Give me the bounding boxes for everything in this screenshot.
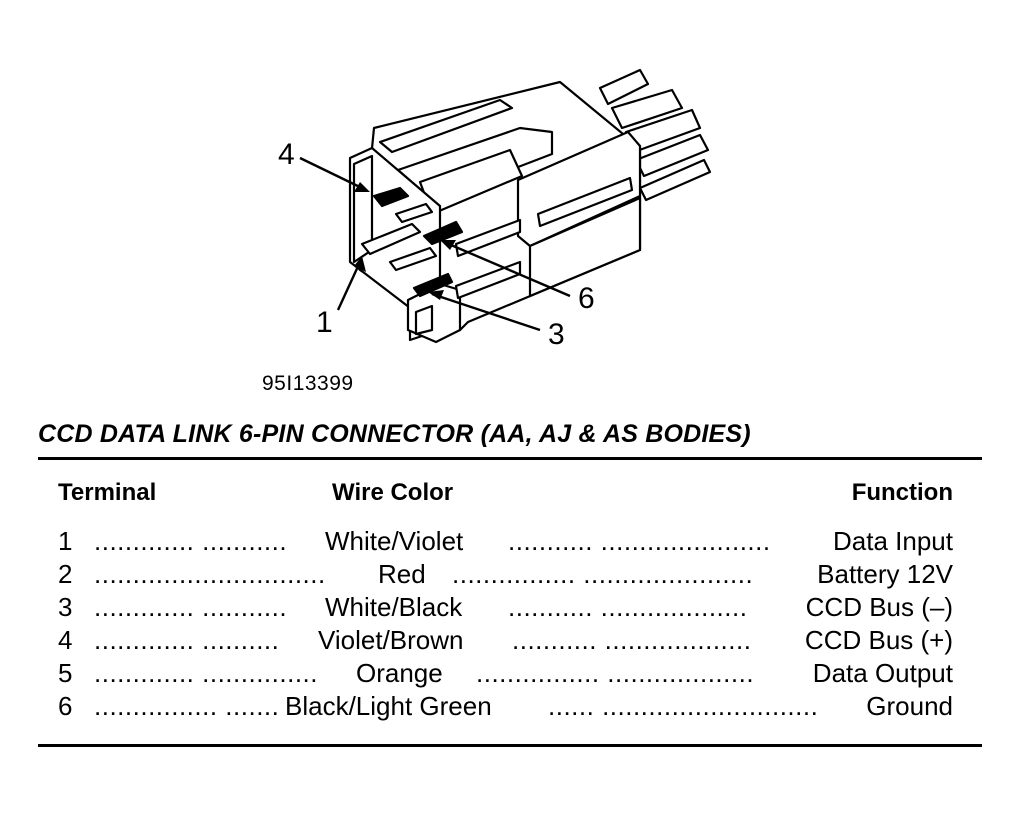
terminal-number: 5 <box>58 658 73 688</box>
callout-1: 1 <box>316 306 333 339</box>
terminal-number: 2 <box>58 559 73 589</box>
wire-color: White/Black <box>325 592 463 622</box>
table-row: 1 ............. ........... White/Violet… <box>0 526 1020 559</box>
function: CCD Bus (–) <box>805 592 953 622</box>
connector-illustration: 4 1 6 3 <box>0 0 1020 400</box>
leader-dots: ........... ................... <box>508 592 748 622</box>
leader-dots: ................ ................... <box>476 658 755 688</box>
function: Battery 12V <box>817 559 953 589</box>
table-row: 2 .............................. Red ...… <box>0 559 1020 592</box>
leader-6 <box>443 240 571 298</box>
connector-drawing <box>299 68 712 344</box>
leader-dots: ........... ................... <box>512 625 752 655</box>
leader-1 <box>336 261 362 311</box>
function: Ground <box>866 691 953 721</box>
terminal-number: 3 <box>58 592 73 622</box>
callout-6: 6 <box>578 282 595 315</box>
callout-4: 4 <box>278 138 295 171</box>
function: Data Output <box>812 658 953 688</box>
leader-dots: .............................. <box>94 559 326 589</box>
terminal-number: 1 <box>58 526 73 556</box>
leader-dots: ........... ...................... <box>508 526 771 556</box>
header-wire-color: Wire Color <box>332 479 454 506</box>
function: CCD Bus (+) <box>804 625 953 655</box>
leader-4 <box>299 156 367 192</box>
wire-color: Black/Light Green <box>285 691 492 721</box>
bottom-rule <box>38 744 982 747</box>
terminal-number: 4 <box>58 625 73 655</box>
wire-color: Orange <box>356 658 443 688</box>
table-row: 4 ............. .......... Violet/Brown … <box>0 625 1020 658</box>
table-row: 3 ............. ........... White/Black … <box>0 592 1020 625</box>
top-rule <box>38 457 982 460</box>
leader-dots: ...... ............................ <box>548 691 819 721</box>
leader-dots: ............. .......... <box>94 625 280 655</box>
leader-dots: ............. ............... <box>94 658 318 688</box>
callout-3: 3 <box>548 318 565 351</box>
header-terminal: Terminal <box>58 479 157 506</box>
terminal-number: 6 <box>58 691 73 721</box>
leader-3 <box>431 292 541 332</box>
leader-dots: ............. ........... <box>94 526 288 556</box>
figure-code: 95I13399 <box>262 372 354 395</box>
table-row: 5 ............. ............... Orange .… <box>0 658 1020 691</box>
wire-color: Red <box>378 559 426 589</box>
table-row: 6 ................ ....... Black/Light G… <box>0 691 1020 724</box>
wire-color: Violet/Brown <box>318 625 464 655</box>
table-title: CCD DATA LINK 6-PIN CONNECTOR (AA, AJ & … <box>38 420 751 448</box>
header-function: Function <box>851 479 953 506</box>
function: Data Input <box>833 526 953 556</box>
wire-color: White/Violet <box>325 526 464 556</box>
leader-dots: ................ ....... <box>94 691 280 721</box>
leader-dots: ............. ........... <box>94 592 288 622</box>
leader-dots: ................ ...................... <box>452 559 754 589</box>
